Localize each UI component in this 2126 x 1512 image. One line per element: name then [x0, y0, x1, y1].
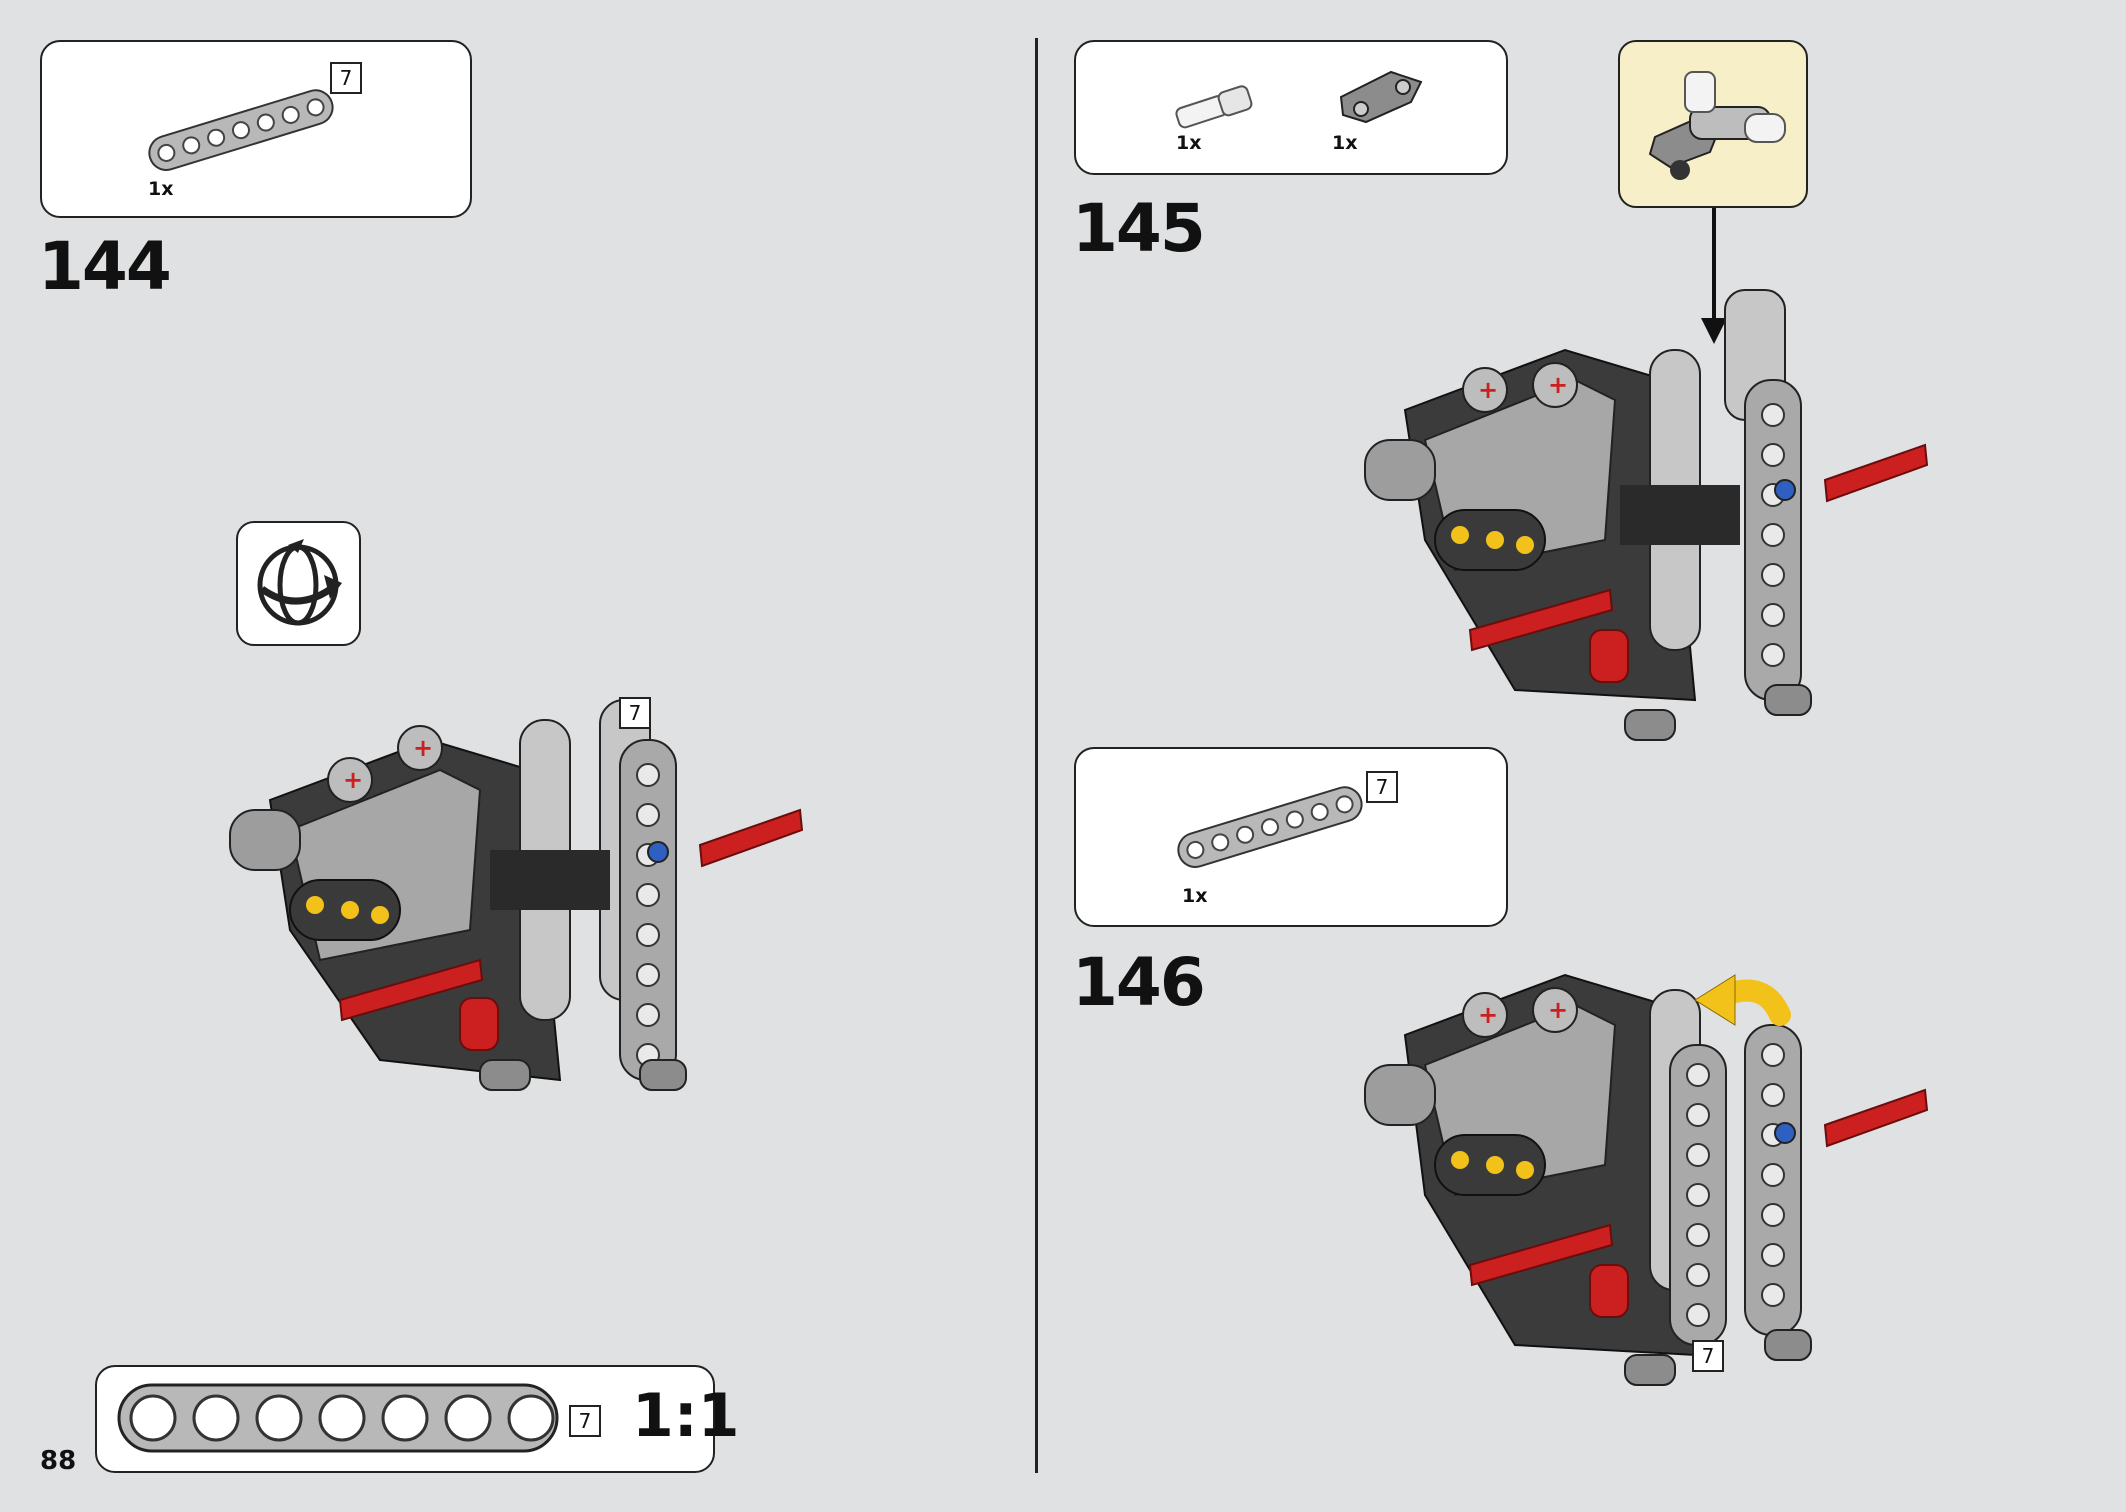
rotate-model-icon — [236, 521, 361, 646]
scale-beam-image — [117, 1383, 559, 1453]
svg-text:+: + — [1478, 1001, 1498, 1029]
axle-pin-part-image — [1175, 85, 1253, 129]
step-number-144: 144 — [38, 228, 172, 305]
angled-connector-part-image — [1339, 70, 1423, 124]
parts-box-step-144: 1x 7 — [40, 40, 472, 218]
part-length-tag: 7 — [1366, 771, 1398, 803]
page-number: 88 — [40, 1446, 77, 1476]
svg-text:+: + — [413, 734, 433, 762]
parts-box-step-146: 1x 7 — [1074, 747, 1508, 927]
step-145-model: + + — [1364, 289, 1929, 741]
scale-reference-box: 7 1:1 — [95, 1365, 740, 1473]
beam-7-part-image — [1177, 786, 1363, 868]
svg-text:+: + — [1548, 371, 1568, 399]
part-quantity: 1x — [1332, 132, 1358, 154]
svg-text:+: + — [1548, 996, 1568, 1024]
step-146-model: + + — [1364, 973, 1929, 1386]
step-144-model: + + — [229, 699, 804, 1091]
arrow-down-icon — [1701, 208, 1727, 344]
step-number-146: 146 — [1072, 944, 1206, 1021]
part-quantity: 1x — [148, 178, 174, 200]
part-length-tag: 7 — [330, 62, 362, 94]
svg-text:+: + — [1478, 376, 1498, 404]
model-length-callout: 7 — [1692, 1340, 1724, 1372]
subassembly-callout — [1618, 40, 1808, 208]
part-quantity: 1x — [1176, 132, 1202, 154]
model-length-callout: 7 — [619, 697, 651, 729]
yellow-push-arrow-icon — [1694, 974, 1791, 1026]
page-divider — [1035, 38, 1038, 1473]
part-quantity: 1x — [1182, 885, 1208, 907]
step-number-145: 145 — [1072, 190, 1206, 267]
scale-length-tag: 7 — [569, 1405, 601, 1437]
scale-ratio-label: 1:1 — [632, 1381, 740, 1451]
parts-box-step-145: 1x 1x — [1074, 40, 1508, 175]
svg-text:+: + — [343, 766, 363, 794]
beam-7-part-image — [148, 89, 334, 171]
